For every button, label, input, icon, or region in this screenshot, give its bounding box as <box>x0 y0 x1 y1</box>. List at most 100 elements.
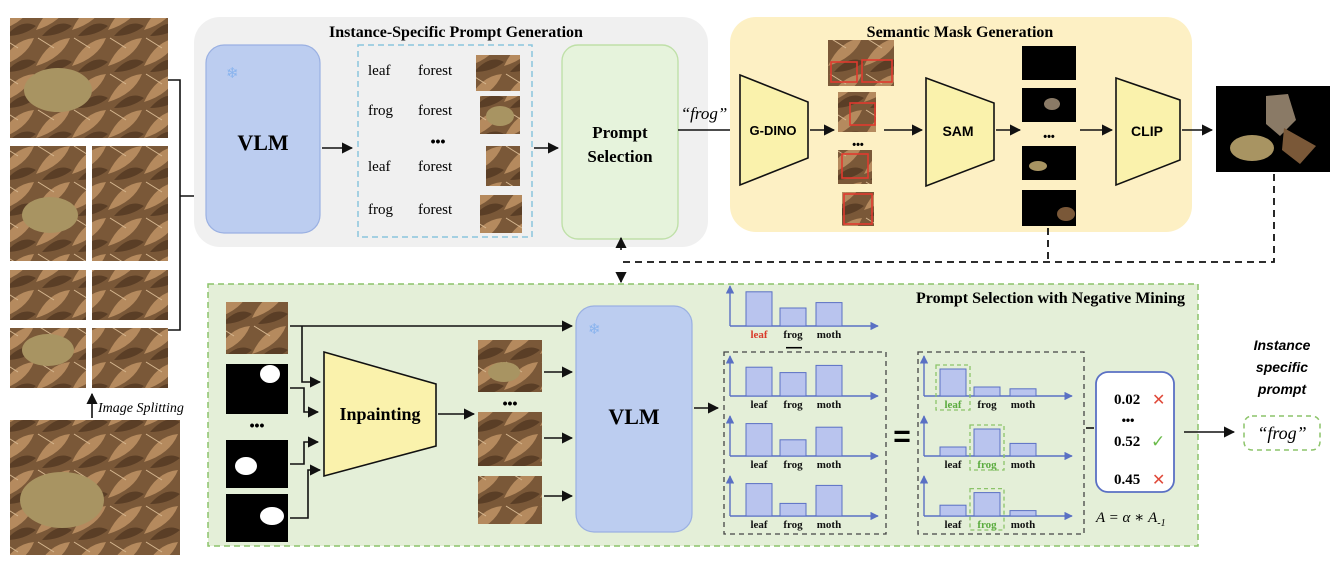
tick-label: moth <box>1011 399 1035 411</box>
prompt-pair-3-right: forest <box>418 159 453 175</box>
prompt-pair-2-right: forest <box>418 103 453 119</box>
bar-chart-1: leaf frog moth <box>725 285 879 341</box>
frozen-icon: ❄ <box>226 66 239 82</box>
bar-chart-2: leaf frog moth <box>725 355 879 411</box>
tick-label: leaf <box>750 459 767 471</box>
inpainted-charts-box <box>723 351 887 535</box>
tick-label: frog <box>783 399 803 411</box>
negative-mining-title: Prompt Selection with Negative Mining <box>916 290 1185 307</box>
bar-chart-3: leaf frog moth <box>725 415 879 471</box>
bar-leaf <box>939 446 967 457</box>
frog-prompt-label: “frog” <box>681 104 728 123</box>
tick-label: frog <box>977 519 997 531</box>
bar-moth <box>815 302 843 327</box>
tick-label: leaf <box>944 519 961 531</box>
feedback-dashed-line <box>621 174 1275 263</box>
vlm-label-top: VLM <box>237 130 289 155</box>
image-to-inpaint-arrow <box>301 326 322 388</box>
cross-icon: ✕ <box>1152 392 1165 409</box>
prompt-candidates-box <box>357 44 533 238</box>
crop-thumbnails <box>476 55 522 233</box>
prompt-selection-box <box>561 44 679 240</box>
inpainting-block <box>323 350 437 478</box>
bar-frog <box>779 307 807 327</box>
prompt-pair-2-left: frog <box>368 103 393 119</box>
bar-moth <box>815 426 843 457</box>
tick-label: moth <box>817 519 841 531</box>
masks-dots: ••• <box>250 417 265 433</box>
tick-label: moth <box>817 329 841 341</box>
masks-ellipsis: ••• <box>1043 131 1055 143</box>
bar-frog <box>779 372 807 397</box>
tick-label: frog <box>783 459 803 471</box>
bar-frog <box>779 439 807 457</box>
tick-label: frog <box>977 459 997 471</box>
bar-leaf <box>745 366 773 397</box>
vlm-box-top <box>205 44 321 234</box>
input-bracket <box>168 79 181 331</box>
scores-dots: ••• <box>1122 413 1135 427</box>
bar-chart-5: leaf frog moth <box>919 355 1073 411</box>
highlight-box <box>969 424 1005 471</box>
detection-boxes <box>828 40 894 226</box>
output-label-instance: Instance <box>1254 337 1311 353</box>
final-mask-image <box>1216 86 1330 172</box>
sam-label: SAM <box>942 123 973 139</box>
score-1: 0.02 <box>1114 392 1140 408</box>
tick-label: frog <box>977 399 997 411</box>
output-label-specific: specific <box>1256 359 1308 375</box>
prompt-pair-1-left: leaf <box>368 63 390 79</box>
tick-label: leaf <box>750 399 767 411</box>
tick-label: leaf <box>944 399 961 411</box>
vlm-box-bottom <box>575 305 693 533</box>
score-2: 0.52 <box>1114 434 1140 450</box>
bar-leaf <box>745 291 773 327</box>
inpainting-label: Inpainting <box>339 404 420 424</box>
bar-moth <box>1009 510 1037 517</box>
prompt-selection-line1: Prompt <box>592 123 648 142</box>
formula-main: A = α ∗ A <box>1095 510 1158 526</box>
vlm-label-bottom: VLM <box>608 404 660 429</box>
score-3: 0.45 <box>1114 472 1140 488</box>
bar-leaf <box>939 504 967 517</box>
prompt-pair-4-right: forest <box>418 202 453 218</box>
tick-label: leaf <box>750 329 767 341</box>
output-prompt-text: “frog” <box>1257 423 1306 443</box>
tick-label: moth <box>817 399 841 411</box>
bar-moth <box>1009 442 1037 457</box>
highlight-box <box>935 364 971 411</box>
gdino-block <box>739 73 809 187</box>
split-images-grid <box>10 146 168 388</box>
minus-sign: — <box>786 339 802 356</box>
mask1-arrow <box>290 387 320 418</box>
bar-leaf <box>745 423 773 457</box>
bar-moth <box>815 364 843 397</box>
tick-label: frog <box>783 519 803 531</box>
ipg-title: Instance-Specific Prompt Generation <box>329 24 583 41</box>
tick-label: moth <box>1011 459 1035 471</box>
bar-leaf <box>939 368 967 397</box>
bar-frog <box>779 502 807 517</box>
clip-label: CLIP <box>1131 123 1163 139</box>
boxes-ellipsis: ••• <box>852 139 864 151</box>
inpainting-inputs <box>226 302 288 542</box>
prompt-ellipsis: ••• <box>431 133 446 149</box>
tick-label: moth <box>1011 519 1035 531</box>
formula-subscript: -1 <box>1157 518 1165 529</box>
bar-frog <box>973 428 1001 457</box>
bar-leaf <box>745 483 773 517</box>
tick-label: frog <box>783 329 803 341</box>
output-label-prompt: prompt <box>1257 381 1308 397</box>
bar-chart-7: leaf frog moth <box>919 475 1073 531</box>
bar-frog <box>973 386 1001 397</box>
prompt-pair-4-left: frog <box>368 202 393 218</box>
tick-label: moth <box>817 459 841 471</box>
output-prompt-box <box>1243 415 1321 451</box>
prompt-pair-1-right: forest <box>418 63 453 79</box>
mask-outputs <box>1022 46 1076 226</box>
clip-block <box>1115 76 1181 187</box>
